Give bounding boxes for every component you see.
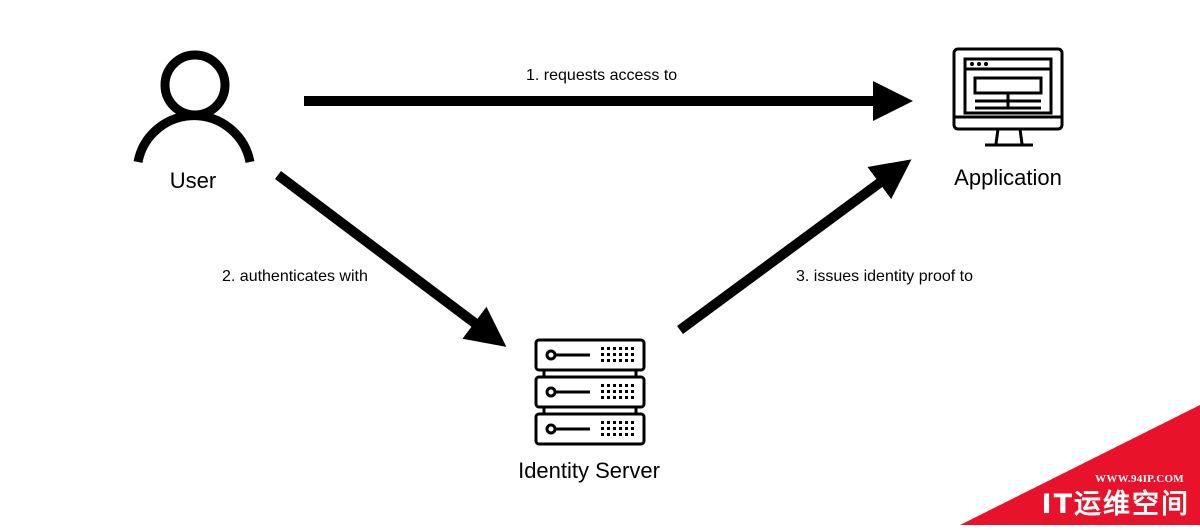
watermark-triangle <box>960 405 1200 525</box>
identity-server-label: Identity Server <box>518 458 660 483</box>
user-icon <box>133 50 255 163</box>
edge-arrow-authenticates <box>274 171 507 347</box>
monitor-window-dots-icon <box>970 62 988 66</box>
edge-arrow-issues-proof <box>677 159 912 335</box>
watermark-url: WWW.94IP.COM <box>1095 473 1184 485</box>
monitor-icon <box>952 47 1064 147</box>
watermark-brand: IT运维空间 <box>1041 489 1190 520</box>
edge-label-requests-access: 1. requests access to <box>526 67 678 84</box>
user-label: User <box>169 168 217 193</box>
watermark: WWW.94IP.COM IT运维空间 <box>960 405 1200 525</box>
application-label: Application <box>954 165 1062 190</box>
edge-label-issues-proof: 3. issues identity proof to <box>796 268 973 285</box>
server-rack-icon <box>534 338 646 446</box>
server-vent-dots-icon <box>601 347 634 436</box>
edge-label-authenticates: 2. authenticates with <box>222 268 368 285</box>
